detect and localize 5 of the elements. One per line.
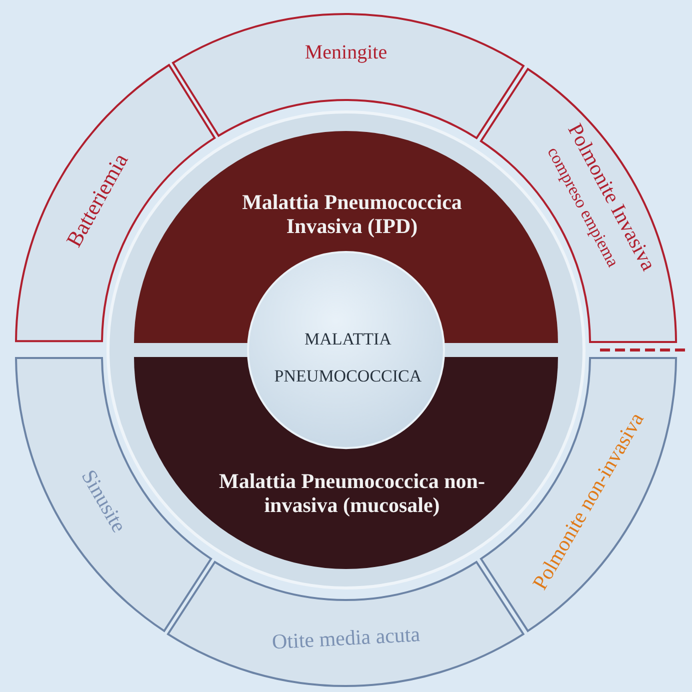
center-label: MALATTIA PNEUMOCOCCICA xyxy=(273,328,423,388)
category-label: Malattia Pneumococcica Invasiva (IPD) xyxy=(241,190,463,238)
segment-label: Otite media acuta xyxy=(271,622,421,654)
category-label: Malattia Pneumococcica non-invasiva (mucosale) xyxy=(218,468,486,518)
segment-label: Meningite xyxy=(304,41,388,64)
